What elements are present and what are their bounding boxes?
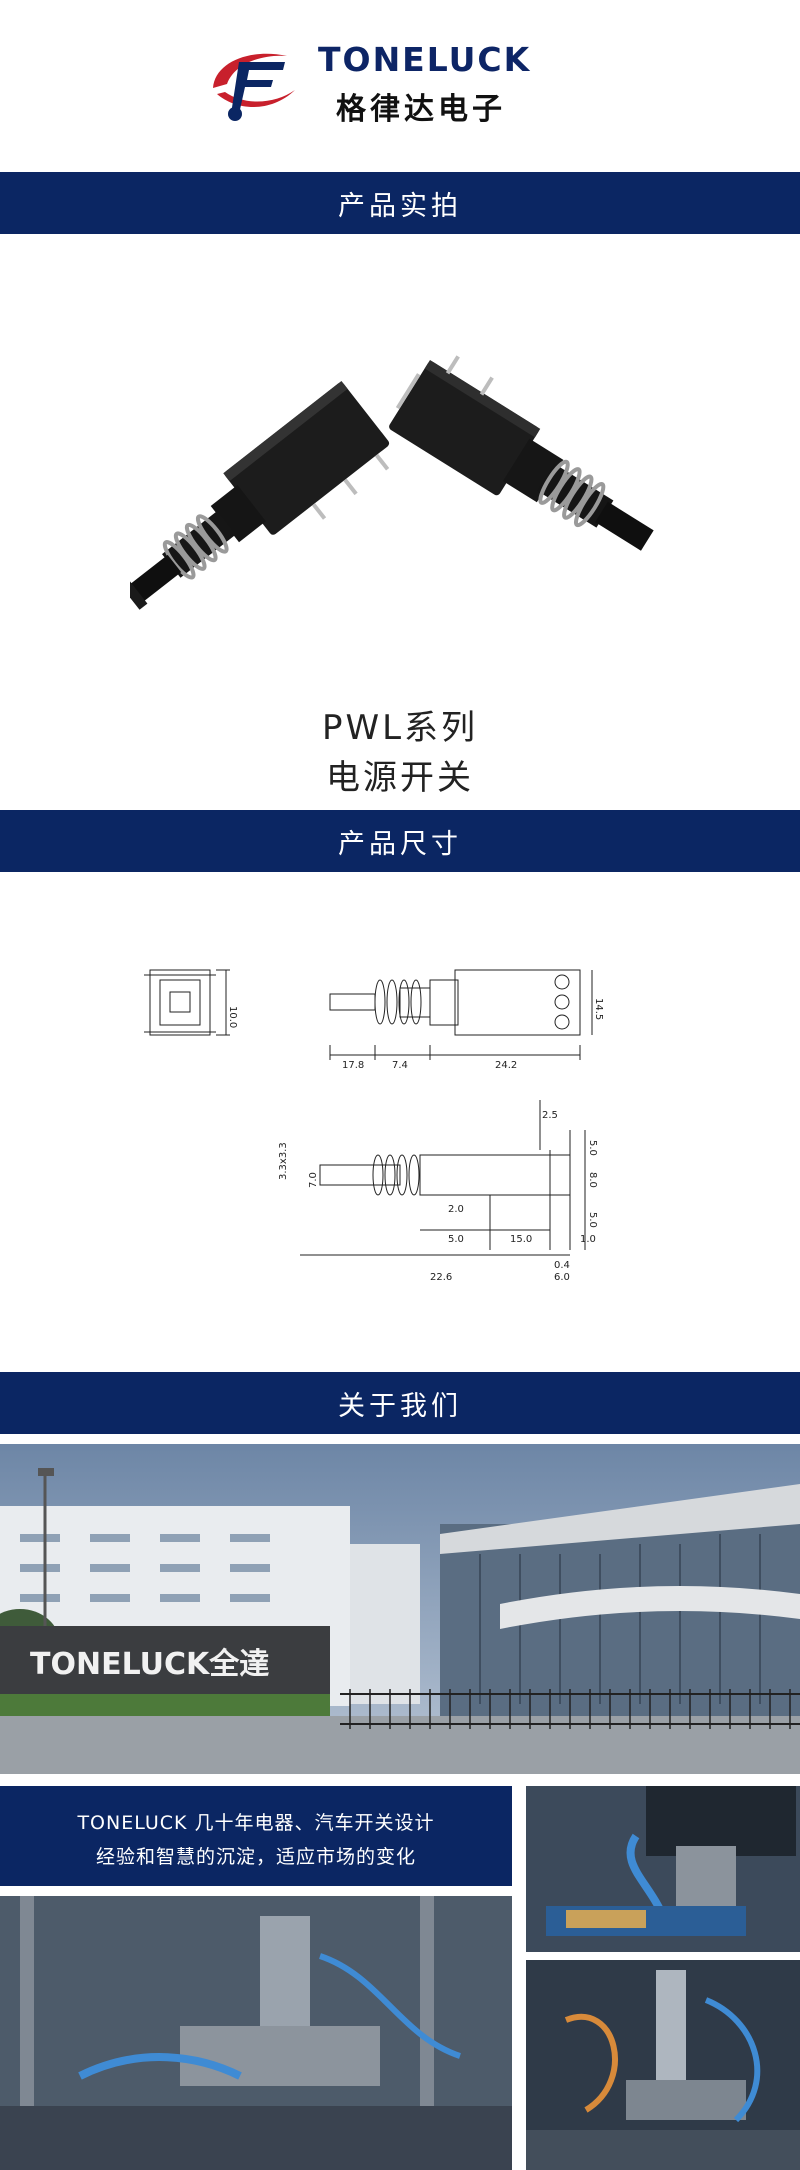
intro-line-1: TONELUCK 几十年电器、汽车开关设计 <box>77 1812 435 1834</box>
machine-photo-1 <box>526 1786 800 1952</box>
dim-label: 22.6 <box>430 1272 452 1283</box>
dim-label: 5.0 <box>587 1212 598 1228</box>
dim-label: 14.5 <box>593 998 604 1020</box>
dim-label: 2.5 <box>542 1110 558 1121</box>
company-intro: TONELUCK 几十年电器、汽车开关设计 经验和智慧的沉淀，适应市场的变化 <box>0 1786 512 1886</box>
dim-label: 7.0 <box>308 1172 319 1188</box>
dim-label: 5.0 <box>448 1234 464 1245</box>
factory-photo: TONELUCK全達 <box>0 1444 800 1774</box>
dim-label: 5.0 <box>587 1140 598 1156</box>
section-bar-size: 产品尺寸 <box>0 810 800 872</box>
intro-line-2: 经验和智慧的沉淀，适应市场的变化 <box>95 1846 416 1868</box>
brand-name-en: TONELUCK <box>318 40 532 79</box>
toneluck-logo-icon <box>213 53 295 121</box>
dim-label: 24.2 <box>495 1060 517 1071</box>
dim-label: 6.0 <box>554 1272 570 1283</box>
dim-label: 17.8 <box>342 1060 364 1071</box>
factory-sign-text: TONELUCK全達 <box>30 1647 269 1682</box>
product-series: PWL系列 <box>321 708 479 748</box>
dim-label: 15.0 <box>510 1234 532 1245</box>
section-bar-photo: 产品实拍 <box>0 172 800 234</box>
dim-label: 10.0 <box>227 1006 238 1028</box>
dim-label: 1.0 <box>580 1234 596 1245</box>
machine-photo-3 <box>526 1960 800 2170</box>
dim-label: 8.0 <box>587 1172 598 1188</box>
dim-label: 7.4 <box>392 1060 408 1071</box>
dim-label: 3.3x3.3 <box>278 1142 289 1180</box>
section-bar-about: 关于我们 <box>0 1372 800 1434</box>
brand-name-cn: 格律达电子 <box>336 92 506 127</box>
product-photo <box>130 355 654 610</box>
dimension-drawing: 10.0 17.8 7.4 24.2 14.5 2.5 5.0 8.0 5.0 … <box>144 969 604 1283</box>
header: TONELUCK 格律达电子 <box>0 0 800 172</box>
dim-label: 0.4 <box>554 1260 570 1271</box>
dim-label: 2.0 <box>448 1204 464 1215</box>
machine-photo-2 <box>0 1896 512 2170</box>
product-type: 电源开关 <box>326 758 474 798</box>
